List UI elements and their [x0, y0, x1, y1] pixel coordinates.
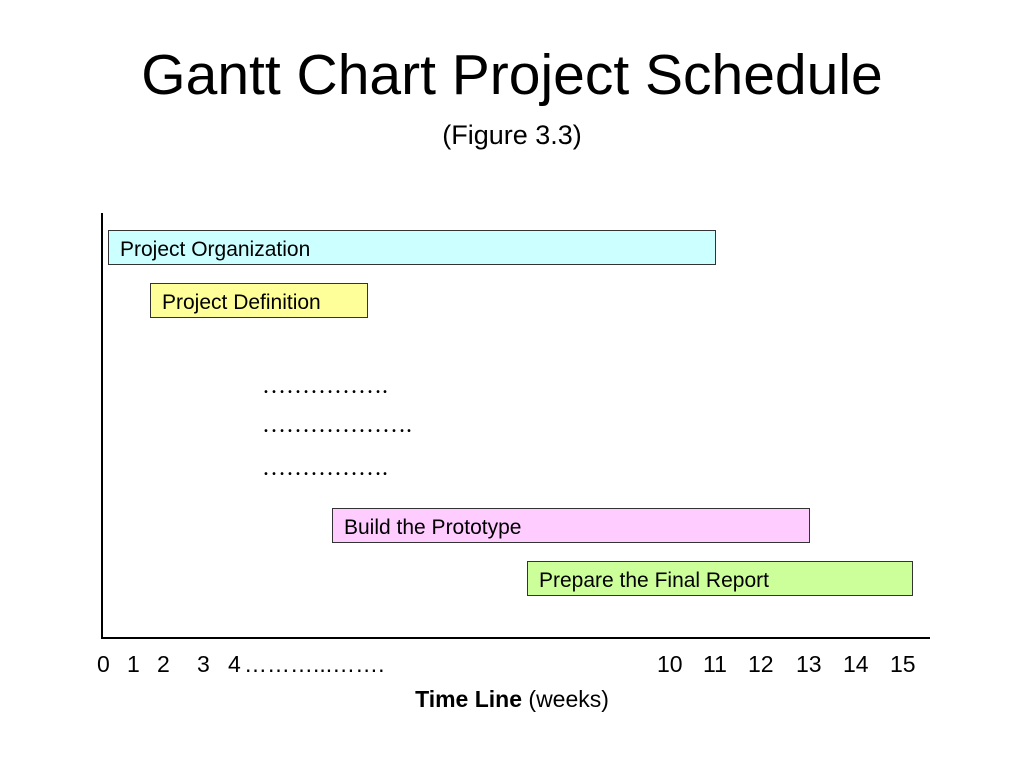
x-tick-label: 13 [796, 651, 822, 677]
chart-title: Gantt Chart Project Schedule [141, 43, 883, 107]
x-tick-label: 11 [703, 651, 727, 677]
y-axis-line [101, 213, 103, 639]
x-axis-line [101, 637, 930, 639]
x-axis-label: Time Line (weeks) [0, 684, 1024, 714]
ellipsis-row: ……………. [262, 373, 388, 399]
ellipsis-row: ………………. [262, 412, 412, 438]
x-axis-label-unit: (weeks) [528, 686, 609, 712]
x-tick-label: 0 [97, 651, 110, 677]
chart-subtitle: (Figure 3.3) [442, 120, 582, 150]
task-bar-prepare-the-final-report: Prepare the Final Report [527, 561, 913, 596]
x-tick-label: 10 [657, 651, 683, 677]
x-tick-label: 15 [890, 651, 916, 677]
x-tick-label: 3 [197, 651, 210, 677]
x-tick-label: 2 [157, 651, 170, 677]
x-tick-gap-dots: ………...……. [244, 651, 385, 677]
x-tick-label: 12 [748, 651, 774, 677]
x-tick-label: 14 [843, 651, 869, 677]
ellipsis-row: ……………. [262, 455, 388, 481]
x-axis-label-bold: Time Line [415, 686, 523, 712]
task-bar-project-organization: Project Organization [108, 230, 716, 265]
task-bar-project-definition: Project Definition [150, 283, 368, 318]
x-tick-label: 4 [228, 651, 241, 677]
task-bar-build-the-prototype: Build the Prototype [332, 508, 810, 543]
x-tick-label: 1 [127, 651, 140, 677]
